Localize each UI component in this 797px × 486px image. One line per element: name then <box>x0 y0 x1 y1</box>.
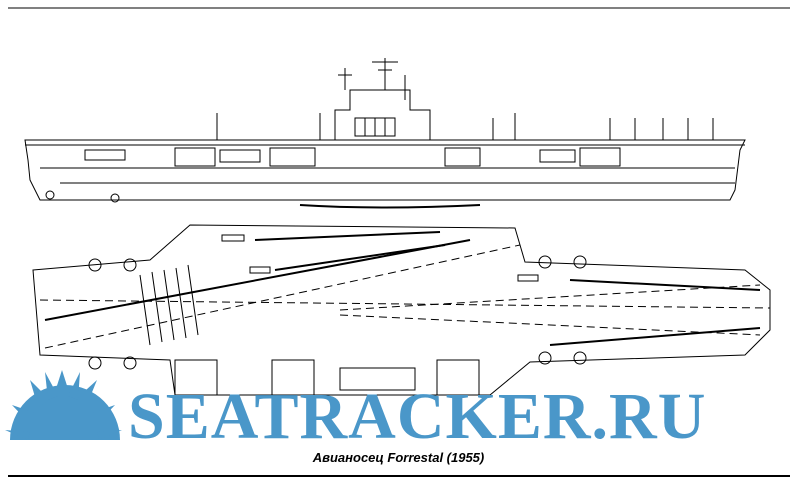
watermark: SEATRACKER.RU <box>128 380 707 453</box>
drawing-caption: Авианосец Forrestal (1955) <box>312 450 485 465</box>
sun-logo-icon <box>5 370 122 440</box>
frame <box>8 7 790 477</box>
plan-view <box>32 224 771 396</box>
side-profile-view <box>24 58 746 209</box>
